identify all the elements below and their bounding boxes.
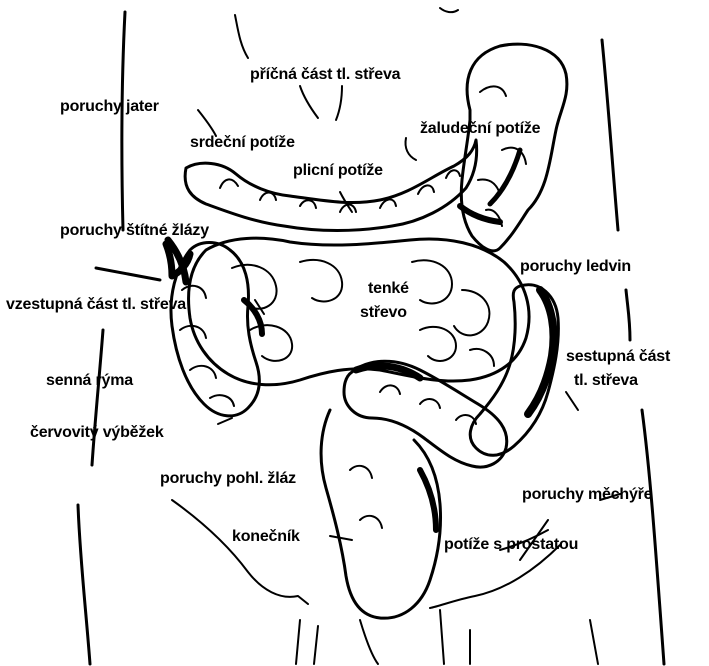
leader-appendix	[218, 418, 232, 424]
label-hay-fever: senná rýma	[46, 372, 133, 390]
descending-dark	[528, 290, 554, 414]
leg-strokes	[296, 610, 598, 664]
leader-liver	[198, 110, 216, 136]
rectum-shade	[350, 466, 382, 528]
label-small-intestine-2: střevo	[360, 304, 407, 322]
label-rectum: konečník	[232, 528, 300, 546]
leader-thyroid	[96, 268, 160, 280]
leader-transverse	[300, 86, 342, 120]
label-bladder: poruchy měchýře	[522, 486, 652, 504]
label-prostate: potíže s prostatou	[444, 536, 578, 554]
label-ascending-colon: vzestupná část tl. střeva	[6, 296, 186, 314]
rectum	[321, 410, 440, 618]
label-appendix: červovitý výběžek	[30, 424, 164, 442]
label-descending-colon-1: sestupná část	[566, 348, 670, 366]
label-small-intestine-1: tenké	[368, 280, 409, 298]
label-liver: poruchy jater	[60, 98, 159, 116]
label-lung: plicní potíže	[293, 162, 383, 180]
leader-descending	[566, 392, 578, 410]
label-gonads: poruchy pohl. žláz	[160, 470, 296, 488]
stomach-dark	[490, 150, 520, 204]
label-kidneys: poruchy ledvin	[520, 258, 631, 276]
top-mark	[235, 8, 458, 58]
transverse-colon	[185, 140, 477, 231]
label-heart: srdeční potíže	[190, 134, 295, 152]
label-descending-colon-2: tl. střeva	[574, 372, 638, 390]
leader-stomach	[405, 138, 416, 160]
rectum-dark	[420, 470, 436, 530]
label-stomach: žaludeční potíže	[420, 120, 540, 138]
leader-rectum	[330, 536, 352, 540]
label-thyroid: poruchy štítné žlázy	[60, 222, 209, 240]
thigh-line-left	[172, 500, 308, 604]
sigmoid-haustra	[380, 385, 476, 424]
thigh-line-right	[430, 545, 560, 608]
label-transverse-colon: příčná část tl. střeva	[250, 66, 400, 84]
